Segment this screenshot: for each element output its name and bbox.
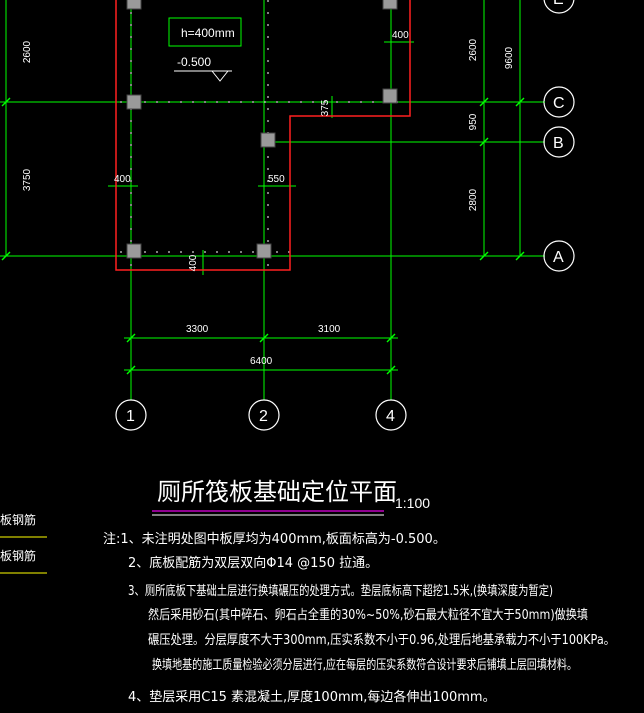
dim-400-left: 400: [114, 174, 131, 185]
note-line: 注:1、未注明处图中板厚均为400mm,板面标高为-0.500。: [103, 531, 446, 547]
axis-label-e: E: [553, 0, 564, 8]
axis-label-b: B: [553, 135, 564, 152]
note-line: 3、厕所底板下基础土层进行换填碾压的处理方式。垫层底标高下超挖1.5米,(换填深…: [128, 583, 553, 599]
column: [126, 243, 142, 259]
slab-note-box: [168, 17, 242, 47]
column: [126, 94, 142, 110]
dim-400-top: 400: [392, 30, 409, 41]
drawing-scale: 1:100: [395, 495, 430, 511]
axis-bubble-4: [375, 399, 407, 431]
note-line: 4、垫层采用C15 素混凝土,厚度100mm,每边各伸出100mm。: [128, 689, 496, 705]
axis-bubble-a: [543, 240, 575, 272]
dim-400-bottom: 400: [188, 254, 199, 271]
column: [256, 243, 272, 259]
note-line: 然后采用砂石(其中碎石、卵石占全重的30%~50%,砂石最大粒径不宜大于50mm…: [148, 607, 588, 623]
slab-thickness-label: h=400mm: [181, 26, 235, 40]
axis-bubble-b: [543, 126, 575, 158]
internal-grid: [120, 0, 400, 268]
dim-right-2800: 2800: [468, 188, 479, 211]
dim-right-950: 950: [468, 113, 479, 130]
dim-3300: 3300: [186, 324, 209, 335]
column: [382, 88, 398, 104]
legend-item-2: 板钢筋: [0, 548, 36, 563]
notes: 注:1、未注明处图中板厚均为400mm,板面标高为-0.500。 2、底板配筋为…: [103, 531, 615, 705]
elevation-label: -0.500: [177, 55, 211, 69]
elevation-marker: [174, 70, 232, 82]
axis-lines: [0, 0, 545, 400]
dim-left-3750: 3750: [22, 168, 33, 191]
dim-right-9600: 9600: [504, 46, 515, 69]
note-line: 碾压处理。分层厚度不大于300mm,压实系数不小于0.96,处理后地基承载力不小…: [148, 632, 615, 648]
note-line: 换填地基的施工质量检验必须分层进行,应在每层的压实系数符合设计要求后铺填上层回填…: [152, 657, 577, 673]
axis-label-2: 2: [259, 408, 268, 425]
dim-3100: 3100: [318, 324, 341, 335]
axis-label-1: 1: [126, 408, 135, 425]
axis-bubble-1: [115, 399, 147, 431]
column: [382, 0, 398, 10]
slab-outline: [115, 0, 411, 271]
drawing-title: 厕所筏板基础定位平面: [157, 478, 397, 506]
dim-6400: 6400: [250, 356, 273, 367]
dim-550: 550: [268, 174, 285, 185]
dim-375: 375: [320, 99, 331, 116]
column: [126, 0, 142, 10]
axis-bubble-e: [543, 0, 575, 14]
columns: [126, 0, 398, 259]
note-line: 2、底板配筋为双层双向Φ14 @150 拉通。: [128, 555, 378, 571]
column: [260, 132, 276, 148]
axis-label-c: C: [553, 95, 565, 112]
axis-label-4: 4: [386, 408, 395, 425]
legend-item-1: 板钢筋: [0, 512, 36, 527]
dim-left-2600: 2600: [22, 40, 33, 63]
axis-bubble-2: [248, 399, 280, 431]
dim-right-2600: 2600: [468, 38, 479, 61]
axis-label-a: A: [553, 249, 564, 266]
